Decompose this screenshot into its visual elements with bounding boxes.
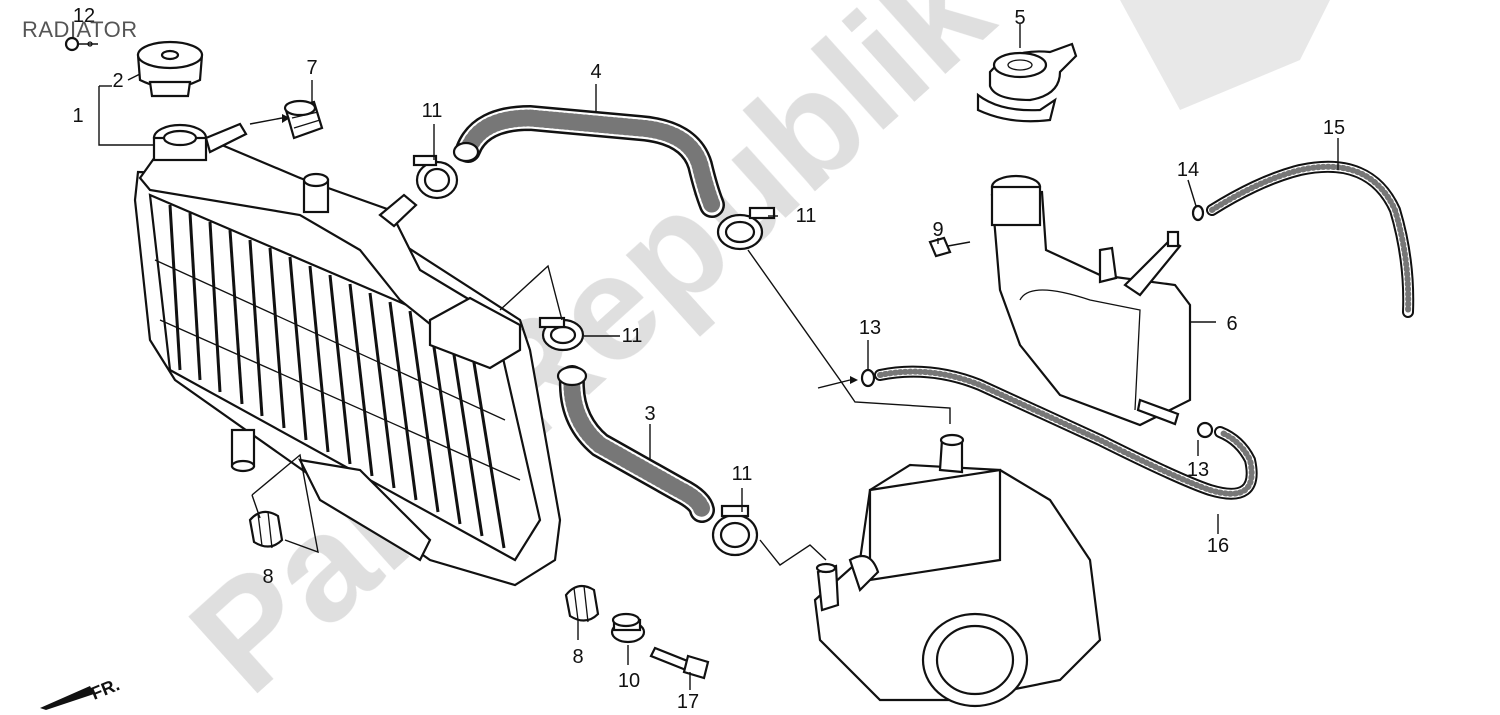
bolt-part-17 xyxy=(649,646,710,680)
bolt-part-9 xyxy=(928,236,971,258)
callout-1: 1 xyxy=(72,105,83,127)
radiator-core-fins xyxy=(154,204,521,549)
callout-11-d: 11 xyxy=(732,463,753,485)
grommet-part-8-a xyxy=(248,510,284,549)
callout-5: 5 xyxy=(1014,7,1025,29)
callout-13-b: 13 xyxy=(1187,459,1209,481)
callout-9: 9 xyxy=(932,219,943,241)
radiator-cap-part-2 xyxy=(136,40,204,98)
callout-labels: 12 2 1 7 4 11 11 11 11 3 5 6 9 13 13 14 … xyxy=(72,5,1345,713)
callout-6: 6 xyxy=(1226,313,1237,335)
watermark-gear-icon xyxy=(1120,0,1330,110)
callout-4: 4 xyxy=(590,61,601,83)
reserve-tank-cap-part-5 xyxy=(976,42,1078,123)
callout-16: 16 xyxy=(1207,535,1229,557)
tube-clip-part-14 xyxy=(1191,204,1205,222)
front-arrow-icon xyxy=(40,686,94,710)
thermostat-housing xyxy=(813,433,1102,708)
callout-7: 7 xyxy=(306,57,317,79)
callout-2: 2 xyxy=(112,70,123,92)
reserve-tank-part-6 xyxy=(990,174,1192,427)
callout-8-a: 8 xyxy=(262,566,273,588)
grommet-part-7 xyxy=(283,99,324,140)
hose-clamp-11-c xyxy=(538,316,585,352)
hose-clamp-11-b xyxy=(716,206,776,251)
callout-8-b: 8 xyxy=(572,646,583,668)
overflow-tube-part-16 xyxy=(874,365,1258,500)
upper-hose-part-4 xyxy=(452,104,725,218)
callout-11-c: 11 xyxy=(622,325,643,347)
callout-10: 10 xyxy=(618,670,640,692)
grommet-part-8-b xyxy=(564,584,600,623)
lower-hose-part-3 xyxy=(556,365,715,523)
callout-11-a: 11 xyxy=(422,100,443,122)
tube-clip-part-13-a xyxy=(860,368,876,388)
diagram-title: RADIATOR xyxy=(22,17,138,42)
leader-lines xyxy=(98,24,1339,690)
front-direction-indicator: FR. xyxy=(40,674,122,710)
collar-part-10 xyxy=(610,612,646,644)
radiator-part-1 xyxy=(133,122,562,587)
callout-11-b: 11 xyxy=(796,205,817,227)
hose-clamp-11-d xyxy=(711,504,759,557)
hose-clamp-11-a xyxy=(412,154,459,200)
screw-part-12 xyxy=(64,36,98,52)
callout-17: 17 xyxy=(677,691,699,710)
breather-tube-part-15 xyxy=(1206,160,1415,318)
callout-14: 14 xyxy=(1177,159,1199,181)
front-label: FR. xyxy=(88,674,122,703)
tube-clip-part-13-b xyxy=(1196,421,1214,439)
callout-3: 3 xyxy=(644,403,655,425)
callout-12: 12 xyxy=(73,5,95,27)
callout-15: 15 xyxy=(1323,117,1345,139)
callout-13-a: 13 xyxy=(859,317,881,339)
